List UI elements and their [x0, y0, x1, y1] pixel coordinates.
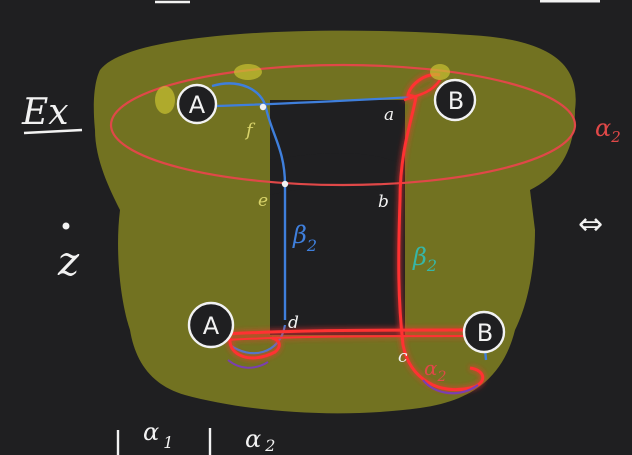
puncture-A-bottom-label: A: [203, 312, 220, 340]
vertex-label-c: c: [398, 347, 408, 367]
puncture-A-bottom: A: [187, 301, 235, 349]
beta-right-symbol: β: [412, 243, 427, 271]
footer-alpha-2-symbol: α: [245, 425, 261, 453]
footer-alpha-1-subscript: 1: [163, 433, 173, 452]
footer-alpha-1-symbol: α: [143, 418, 159, 446]
alpha-top-ellipse: [109, 63, 577, 187]
bullet-dot: [62, 222, 70, 230]
alpha-bottom-subscript: 2: [437, 369, 447, 385]
iff-symbol: ⇔: [578, 207, 603, 242]
heading-ex: Ex: [21, 92, 69, 133]
vertex-label-b: b: [378, 192, 389, 212]
alpha-top-symbol: α: [595, 114, 611, 142]
blue-top-segment: [214, 95, 416, 108]
vertex-label-a: a: [384, 105, 394, 125]
purple-accent: [422, 379, 479, 395]
beta-right-curve: [224, 73, 485, 392]
beta-left-curve-bottom: [229, 324, 287, 355]
yellow-highlight-marks: [155, 64, 450, 114]
beta-left-subscript: 2: [306, 236, 317, 255]
vertex-label-d: d: [288, 313, 299, 333]
alpha-top-label: α2: [595, 114, 621, 146]
purple-bottom-left-stroke: [227, 359, 269, 369]
beta-left-curve: [211, 82, 287, 320]
puncture-A-top: A: [176, 83, 218, 125]
alpha-bottom-symbol: α: [424, 356, 438, 380]
vertex-dot-e: [281, 180, 289, 188]
puncture-B-bottom-label: B: [477, 319, 493, 347]
puncture-B-bottom: B: [462, 310, 506, 354]
side-label-z: z: [57, 239, 80, 285]
puncture-B-top: B: [433, 78, 477, 122]
beta-right-subscript: 2: [426, 256, 437, 275]
alpha-top-subscript: 2: [610, 128, 621, 146]
puncture-B-top-label: B: [448, 87, 464, 115]
beta-left-label: β2: [292, 221, 317, 255]
vertex-label-e: e: [258, 191, 268, 211]
beta-left-symbol: β: [292, 221, 307, 249]
heading-underline: [23, 128, 83, 135]
puncture-A-top-label: A: [189, 91, 206, 119]
alpha-bottom-label: α2: [424, 356, 447, 385]
vertex-dot-f: [259, 103, 267, 111]
beta-right-label: β2: [412, 243, 437, 275]
footer-alpha-2-subscript: 2: [264, 436, 275, 455]
